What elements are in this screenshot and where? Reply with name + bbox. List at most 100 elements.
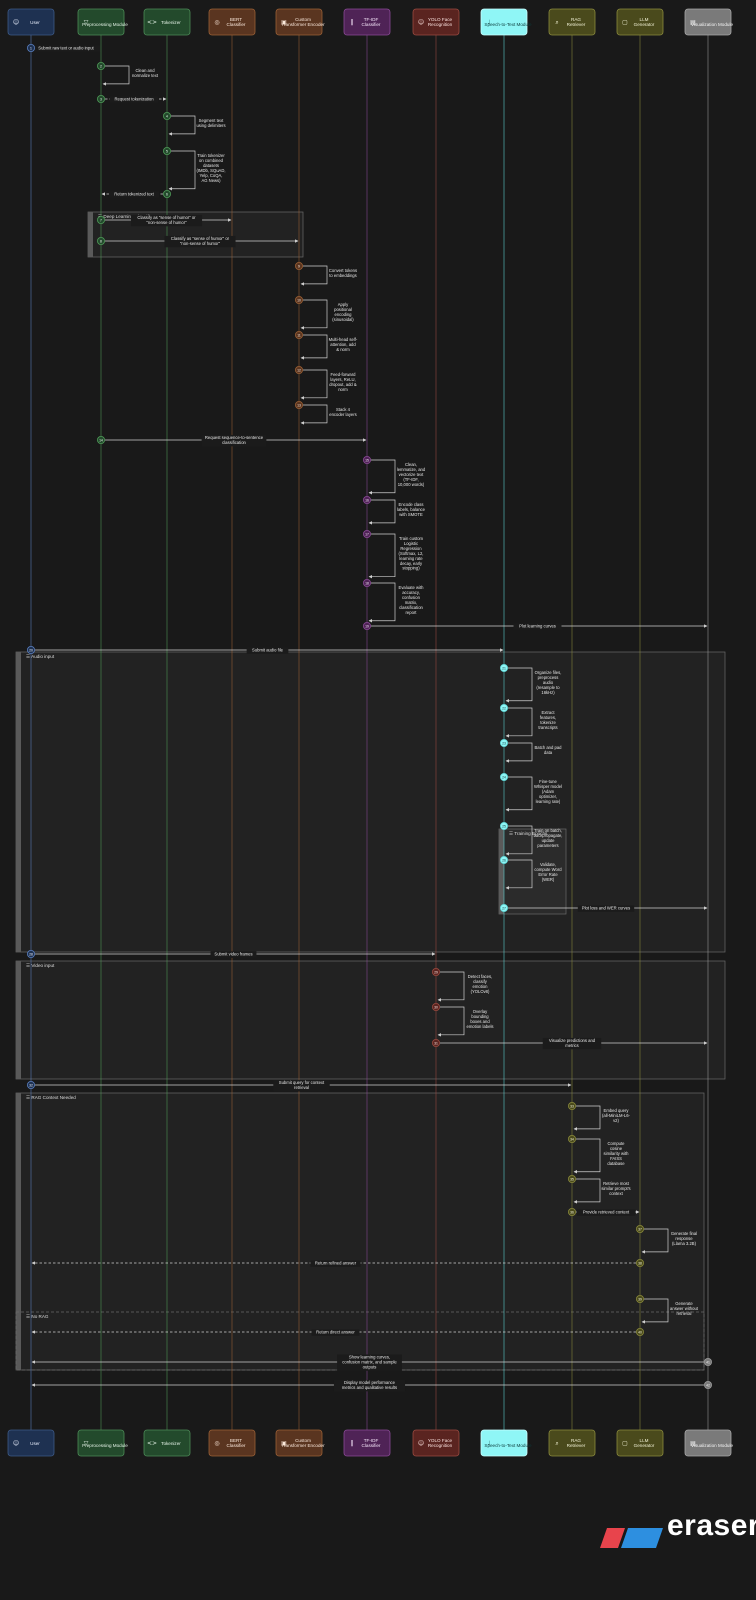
step-number: 15: [365, 458, 369, 462]
message-arrow: Submit raw text or audio input: [31, 45, 101, 52]
participant-stt-bottom[interactable]: ♩Speech-to-Text Module: [480, 1429, 532, 1457]
message-arrow: Return direct answer: [31, 1329, 636, 1336]
step-number: 18: [365, 581, 369, 585]
step-number: 14: [99, 438, 103, 442]
step-badge: 5: [162, 146, 171, 155]
participant-label: Visualization Module: [691, 22, 733, 27]
step-badge: 13: [294, 400, 303, 409]
step-badge: 3: [97, 95, 106, 104]
step-number: 22: [502, 706, 506, 710]
step-badge: 4: [162, 112, 171, 121]
group-label: ☰ Video input: [26, 963, 55, 968]
step-number: 31: [434, 1041, 438, 1045]
step-number: 36: [570, 1210, 574, 1214]
participant-user-bottom[interactable]: ☺User: [7, 1429, 55, 1457]
group-frame-g4: ☰ Video input: [15, 960, 726, 1080]
step-number: 8: [100, 239, 102, 243]
step-number: 12: [297, 368, 301, 372]
step-number: 13: [297, 403, 301, 407]
participant-viz-bottom[interactable]: ▤Visualization Module: [684, 1429, 733, 1457]
participant-tok-top[interactable]: <>Tokenizer: [143, 8, 191, 36]
step-number: 40: [638, 1330, 642, 1334]
participant-label: Preprocessing Module: [82, 22, 128, 27]
step-badge: 20: [26, 646, 35, 655]
step-badge: 12: [294, 365, 303, 374]
database-icon: ▣: [281, 19, 287, 26]
step-number: 25: [502, 824, 506, 828]
step-badge: 31: [431, 1039, 440, 1048]
search-icon: ⌕: [555, 1440, 558, 1447]
step-badge: 18: [362, 579, 371, 588]
code-icon: <>: [147, 1440, 157, 1447]
step-number: 2: [100, 64, 102, 68]
search-icon: ⌕: [555, 19, 558, 26]
participant-stt-top[interactable]: ♩Speech-to-Text Module: [480, 8, 532, 36]
step-number: 27: [502, 906, 506, 910]
self-message: Multi-head self-attention, add& norm: [300, 334, 358, 360]
message-arrow: Plot learning curves: [371, 623, 708, 630]
participant-pre-top[interactable]: ▽Preprocessing Module: [77, 8, 128, 36]
participant-user-top[interactable]: ☺User: [7, 8, 55, 36]
participant-pre-bottom[interactable]: ▽Preprocessing Module: [77, 1429, 128, 1457]
message-label: Return direct answer: [316, 1329, 355, 1334]
step-number: 11: [297, 333, 301, 337]
step-badge: 32: [26, 1081, 35, 1090]
step-badge: 24: [499, 773, 508, 782]
step-number: 3: [100, 97, 102, 101]
participant-label: Visualization Module: [691, 1443, 733, 1448]
step-badge: 2: [97, 62, 106, 71]
participant-viz-top[interactable]: ▤Visualization Module: [684, 8, 733, 36]
bar-chart-icon: ‖: [351, 1440, 354, 1447]
self-message: Embed query(all-MiniLM-L6-v2): [573, 1105, 631, 1131]
step-badge: 14: [97, 435, 106, 444]
step-badge: 26: [499, 856, 508, 865]
image-icon: ▤: [690, 1440, 696, 1447]
mic-icon: ♩: [488, 1440, 491, 1447]
step-badge: 8: [97, 236, 106, 245]
message-arrow: Plot loss and WER curves: [508, 905, 708, 912]
participant-label: Speech-to-Text Module: [484, 1443, 532, 1448]
step-number: 26: [502, 858, 506, 862]
step-badge: 35: [568, 1175, 577, 1184]
step-badge: 19: [362, 622, 371, 631]
filter-icon: ▽: [84, 19, 89, 26]
participant-tok-bottom[interactable]: <>Tokenizer: [143, 1429, 191, 1457]
step-number: 32: [29, 1083, 33, 1087]
step-badge: 9: [294, 261, 303, 270]
